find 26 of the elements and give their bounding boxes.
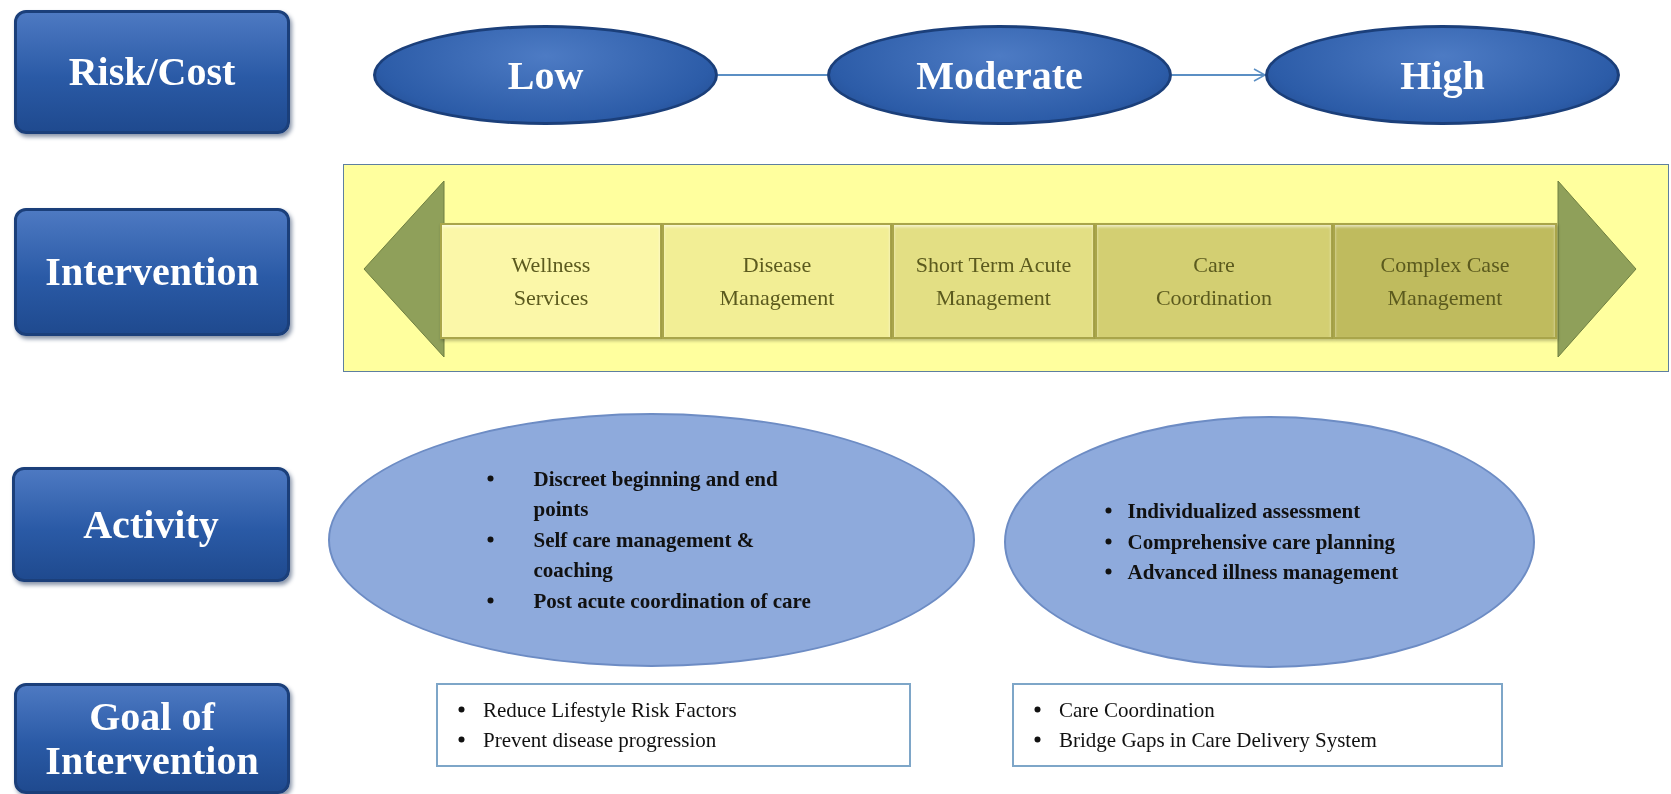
bullet-item: Discreet beginning and end points <box>533 465 779 524</box>
bullet-item: Prevent disease progression <box>483 727 717 754</box>
bullet-item: Care Coordination <box>1059 696 1215 724</box>
bullet-item: Advanced illness management <box>1127 559 1399 587</box>
bullet-item: Bridge Gaps in Care Delivery System <box>1059 727 1377 754</box>
category-box: Intervention <box>14 208 290 336</box>
intervention-step: Complex Case Management <box>1333 223 1557 339</box>
intervention-step: Disease Management <box>662 223 892 339</box>
intervention-step: Short Term Acute Management <box>892 223 1095 339</box>
goal-box <box>1012 683 1503 767</box>
level-oval: Moderate <box>827 25 1172 125</box>
bullet-item: Post acute coordination of care <box>533 587 811 615</box>
intervention-step: Wellness Services <box>440 223 662 339</box>
category-box: Risk/Cost <box>14 10 290 134</box>
connector-arrow <box>1171 68 1266 82</box>
category-box: Activity <box>12 467 290 582</box>
level-oval: High <box>1265 25 1620 125</box>
bullet-item: Comprehensive care planning <box>1127 528 1396 556</box>
intervention-step: Care Coordination <box>1095 223 1333 339</box>
intervention-panel <box>343 164 1669 372</box>
category-box: Goal of Intervention <box>14 683 290 794</box>
level-oval: Low <box>373 25 718 125</box>
bullet-item: Individualized assessment <box>1127 498 1361 526</box>
goal-box <box>436 683 911 767</box>
bullet-item: Reduce Lifestyle Risk Factors <box>483 696 737 724</box>
bullet-item: Self care management & coaching <box>533 526 756 585</box>
